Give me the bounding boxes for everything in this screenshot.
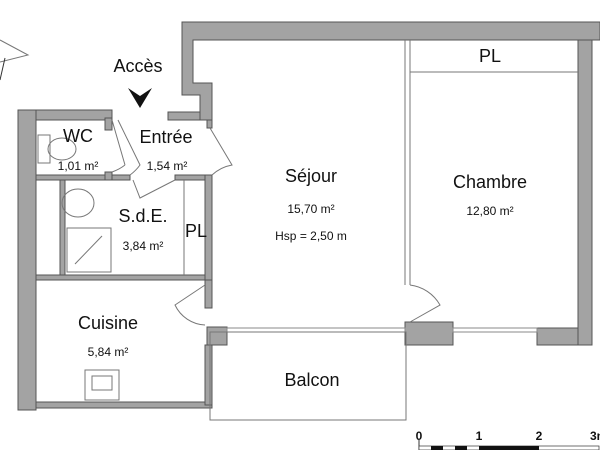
toilet-bowl-icon: [47, 137, 77, 161]
scale-label-2: 2: [536, 429, 543, 443]
fixtures: [37, 134, 120, 401]
scale-label-3m: 3m: [590, 429, 600, 443]
toilet-icon: [37, 134, 51, 164]
room-name-sde: S.d.E.: [118, 206, 167, 226]
kitchen-sink-icon: [84, 369, 120, 401]
closet-label-sde: PL: [185, 221, 207, 241]
access-label: Accès: [113, 56, 162, 76]
room-area-wc: 1,01 m²: [58, 159, 99, 173]
room-area-sejour: 15,70 m²: [287, 202, 334, 216]
scale-label-0: 0: [416, 429, 423, 443]
room-name-wc: WC: [63, 126, 93, 146]
scale-label-1: 1: [476, 429, 483, 443]
room-area-cuisine: 5,84 m²: [88, 345, 129, 359]
room-name-cuisine: Cuisine: [78, 313, 138, 333]
sink-icon: [61, 188, 95, 218]
ceiling-height-note: Hsp = 2,50 m: [275, 229, 347, 243]
room-area-chambre: 12,80 m²: [466, 204, 513, 218]
room-area-sde: 3,84 m²: [123, 239, 164, 253]
room-name-chambre: Chambre: [453, 172, 527, 192]
access-arrow-icon: [128, 88, 152, 108]
doors: [111, 119, 441, 326]
walls: [17, 21, 600, 411]
room-name-entree: Entrée: [139, 127, 192, 147]
compass-icon: [0, 39, 30, 81]
room-name-sejour: Séjour: [285, 166, 337, 186]
partitions: [183, 40, 578, 421]
closet-label-chambre: PL: [479, 46, 501, 66]
shower-icon: [66, 227, 112, 273]
room-area-entree: 1,54 m²: [147, 159, 188, 173]
room-name-balcon: Balcon: [284, 370, 339, 390]
scale-bar: 0 1 2 3m: [416, 429, 600, 450]
